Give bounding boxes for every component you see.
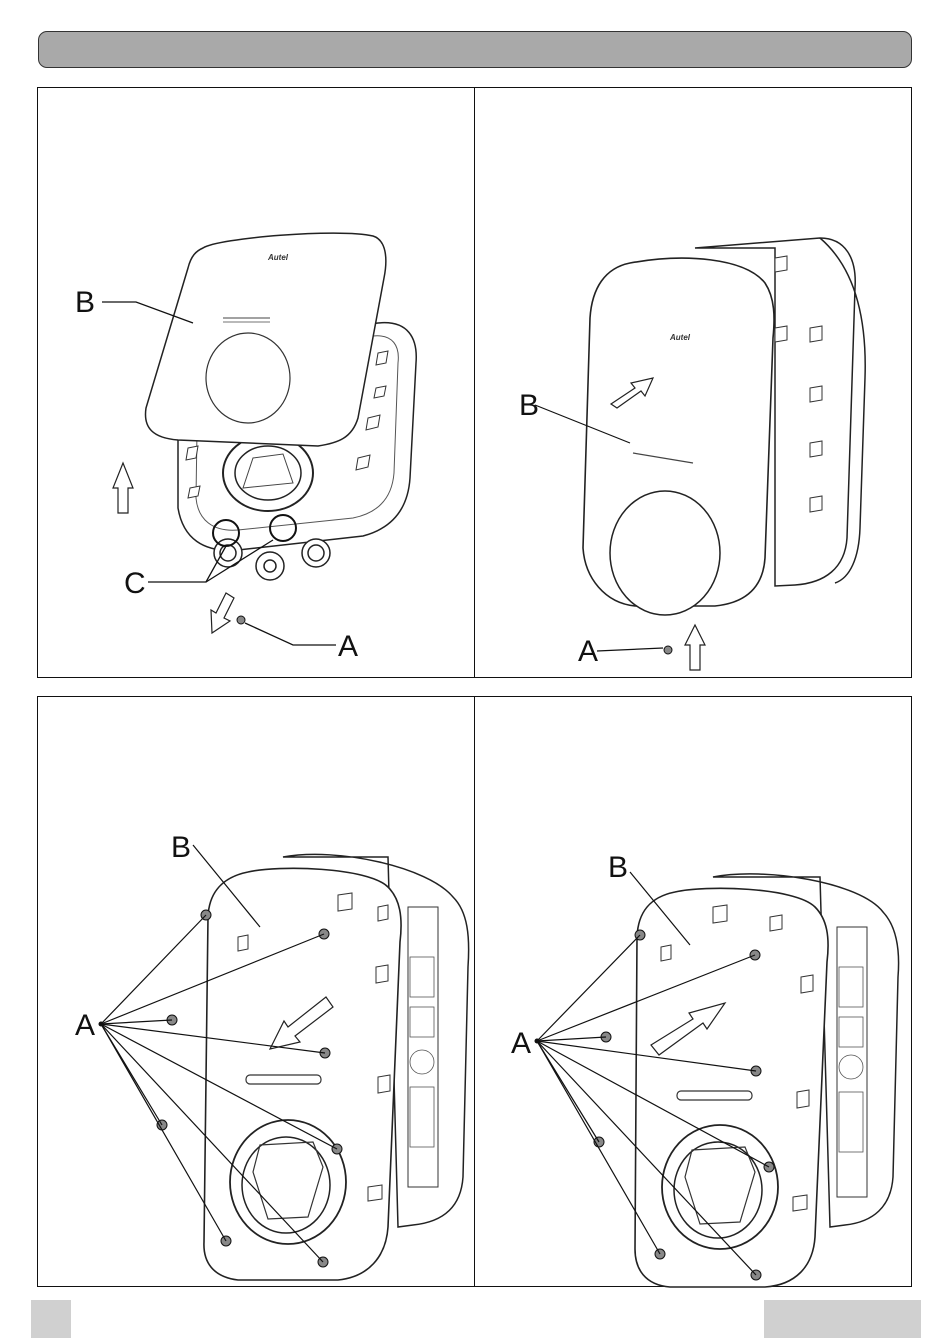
panel-step-3: B A xyxy=(37,696,475,1287)
brand-logo: Autel xyxy=(669,333,691,342)
screw xyxy=(237,616,245,624)
up-arrow xyxy=(685,625,705,670)
up-arrow xyxy=(113,463,133,513)
label-b: B xyxy=(171,831,191,864)
diagram-attach-front-cover: Autel B A xyxy=(475,88,913,679)
diagram-attach-inner-cover: B A xyxy=(475,697,913,1288)
panel-step-1: Autel B C A xyxy=(37,87,475,678)
down-left-arrow xyxy=(211,593,234,633)
section-footer-box xyxy=(764,1300,921,1338)
label-c: C xyxy=(124,567,146,600)
label-b: B xyxy=(608,851,628,884)
label-a: A xyxy=(511,1027,531,1060)
label-a: A xyxy=(578,635,598,668)
panel-step-2: Autel B A xyxy=(474,87,912,678)
brand-logo: Autel xyxy=(267,253,289,262)
screw xyxy=(664,646,672,654)
panel-step-4: B A xyxy=(474,696,912,1287)
label-b: B xyxy=(519,389,539,422)
label-a: A xyxy=(338,630,358,663)
label-b: B xyxy=(75,286,95,319)
section-header-bar xyxy=(38,31,912,68)
label-a: A xyxy=(75,1009,95,1042)
diagram-remove-inner-cover: B A xyxy=(38,697,476,1288)
diagram-remove-front-cover-up: Autel B C A xyxy=(38,88,476,679)
page-number-box xyxy=(31,1300,71,1338)
